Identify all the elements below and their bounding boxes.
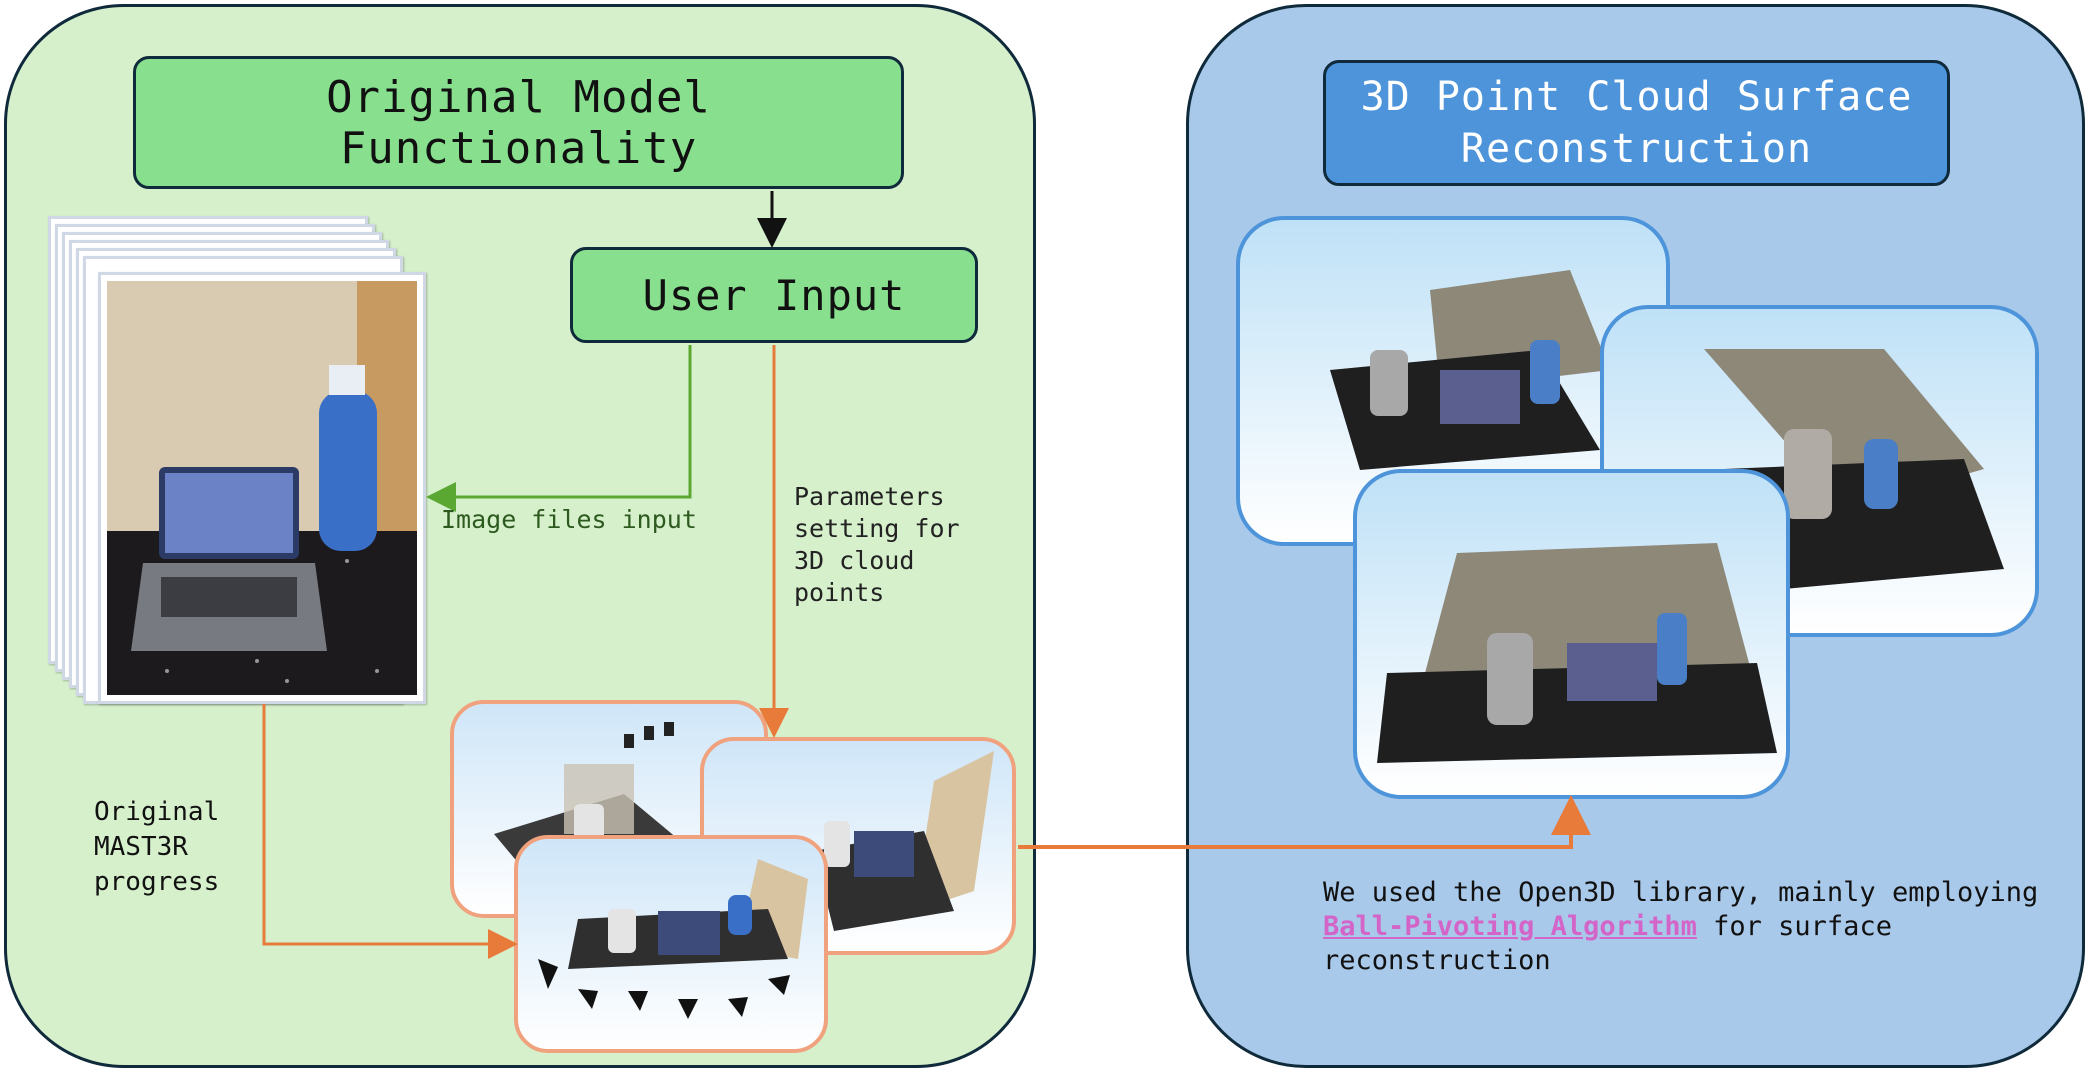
reconstruction-description: We used the Open3D library, mainly emplo… [1323, 876, 2043, 978]
point-cloud-image [538, 859, 808, 1019]
cloud-to-reconstruction-arrow [1018, 795, 1591, 849]
point-cloud-image [814, 751, 994, 931]
description-suffix: for surface reconstruction [1323, 911, 1892, 976]
ball-pivoting-link[interactable]: Ball-Pivoting Algorithm [1323, 911, 1697, 942]
reconstruction-image [1704, 349, 2004, 589]
image-files-arrow [426, 345, 692, 512]
description-prefix: We used the Open3D library, mainly emplo… [1323, 877, 2039, 908]
user-input-box: User Input [570, 247, 978, 343]
reconstruction-image [1330, 270, 1610, 470]
parameters-label: Parameters setting for 3D cloud points [794, 482, 960, 607]
laptop-photo [98, 272, 426, 704]
laptop-photo-image [107, 281, 417, 695]
reconstruction-title: 3D Point Cloud Surface Reconstruction [1323, 60, 1950, 186]
reconstruction-image [1377, 543, 1777, 763]
mast3r-progress-arrow [262, 704, 518, 959]
original-model-title: Original Model Functionality [133, 56, 904, 189]
reconstruction-card [1353, 469, 1790, 799]
point-cloud-card [514, 835, 828, 1053]
mast3r-progress-label: Original MAST3R progress [94, 797, 220, 897]
image-files-label: Image files input [441, 505, 697, 534]
